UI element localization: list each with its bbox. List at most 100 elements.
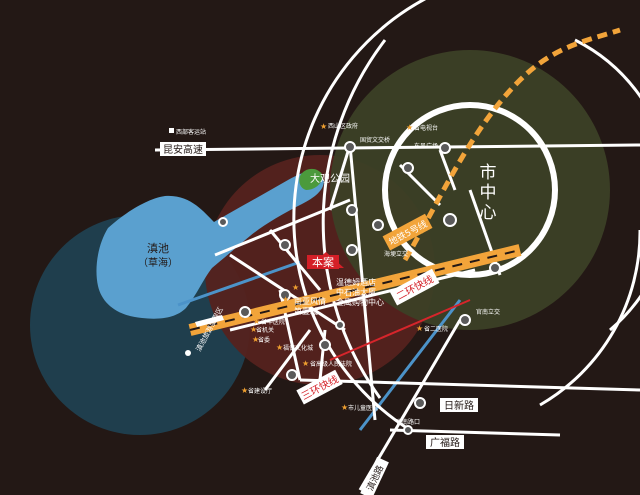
kunan-label-text: 昆安高速 [163,143,203,156]
road-renmin-west [214,198,351,257]
star-icon: ★ [253,317,260,326]
railway-line [402,27,621,262]
rixin-road-label: 日新路 [440,398,478,412]
daguan-park-green [299,168,323,190]
road-connector-1 [318,329,327,381]
dianchi-label-bg [360,456,389,495]
dianchi-lake [96,171,324,319]
inner-ring-east [539,230,640,407]
junction-17 [239,306,251,318]
junction-1 [344,141,356,153]
train-icon [195,315,224,327]
landmark-1: 温德姆酒店 [336,277,376,287]
junction-6 [489,262,501,274]
metro-badge-bg [382,213,433,251]
project-label: 本案 [312,255,334,269]
poi-yuxi: 省委 [258,336,270,344]
poi-xishan-gov: 西山区政府 [328,122,358,130]
junction-11 [279,289,291,301]
kunan-expressway-label: 昆安高速 [160,142,206,156]
junction-2 [439,142,451,154]
kunan-expressway-road [154,143,640,152]
metro-station-icon [185,350,191,356]
guangfu-label-bg [426,435,464,449]
dianchi-road-label: 滇池路 [360,456,389,495]
landmark-4: 南亚风情 [294,296,326,306]
poi-stars: ★ ★ ★ ★ ★ ★ ★ ★ ★ ★ ★ ★ [241,122,423,412]
star-icon: ★ [416,324,423,333]
caohai-label: （草海） [138,256,178,269]
guangfu-road-label: 广福路 [426,435,464,449]
star-icon: ★ [320,122,327,131]
guangfu-label-text: 广福路 [430,436,460,449]
city-center-label-3: 心 [480,203,497,223]
junction-7 [459,314,471,326]
outer-ring-arc-east [574,38,640,332]
bus-station-icon [169,128,174,133]
junction-10 [279,239,291,251]
poi-shengjianyuan: 省建设厅 [248,387,272,395]
road-connector-3 [438,149,457,191]
landmark-2: 中石油大厦 [336,287,376,297]
river-channel-2 [358,299,462,431]
road-xinwen [268,229,322,291]
rixin-label-text: 日新路 [444,399,474,412]
star-icon: ★ [282,295,289,304]
road-connector-6 [263,329,312,391]
star-icon: ★ [250,325,257,334]
junction-12 [319,339,331,351]
landmark-5: 第壹城 [294,306,318,316]
star-icon: ★ [406,123,413,132]
poi-xiaoyuan: 省机关 [256,326,274,334]
star-icon: ★ [292,283,299,292]
poi-xishan-bus: 西部客运站 [176,128,206,136]
poi-ertong: 市儿童医院 [348,404,378,412]
poi-dongfeng: 东风广场 [414,142,438,150]
poi-shengrenmin: 省高级人民法院 [310,360,352,368]
road-guangfu [389,428,561,437]
poi-guanwei: 官南立交 [476,308,500,316]
daguan-park-label: 大观公园 [310,172,350,185]
rixin-label-bg [440,398,478,412]
poi-shengzhongyi: 省中医院 [261,318,285,326]
star-icon: ★ [241,386,248,395]
erhuan-badge-bg [389,268,440,306]
dianchi-label: 滇池 [147,241,169,255]
road-rixin [299,378,640,392]
city-center-label-2: 中 [480,183,497,203]
junction-14 [286,369,298,381]
ring-road-2 [292,0,427,432]
junction-9 [346,244,358,256]
star-icon: ★ [341,403,348,412]
road-connector-5 [328,144,352,211]
kunan-label-bg [160,142,206,156]
junction-5 [443,213,457,227]
poi-xinhua: 省二医院 [424,325,448,333]
junction-15 [414,397,426,409]
star-icon: ★ [302,359,309,368]
poi-zhongyinhang: 福保文化城 [283,344,313,352]
junction-4 [372,219,384,231]
star-icon: ★ [276,343,283,352]
junction-nodes [218,141,501,435]
junction-16 [403,425,413,435]
poi-guannan-bus: 官南路口 [396,418,420,426]
poi-huizhan: 海埂立交 [384,250,408,258]
junction-18 [218,217,228,227]
junction-13 [335,320,345,330]
poi-gongjiao: 国贸文交桥 [360,136,390,144]
project-marker[interactable]: 本案 [307,252,344,269]
star-icon: ★ [252,335,259,344]
project-badge-box [307,255,339,269]
junction-8 [346,204,358,216]
city-center-label-1: 市 [480,163,497,183]
junction-3 [402,162,414,174]
river-channel-1 [177,260,301,307]
poi-labels: 西部客运站 西山区政府 国贸文交桥 省电视台 海埂立交 省二医院 官南立交 省中… [176,122,500,426]
sanhuan-badge-bg [296,369,343,405]
city-center-ring [382,102,558,278]
landmark-3: 金鹰购物中心 [336,297,384,307]
poi-shengdian: 省电视台 [414,124,438,132]
erhuan-rail [329,299,471,361]
